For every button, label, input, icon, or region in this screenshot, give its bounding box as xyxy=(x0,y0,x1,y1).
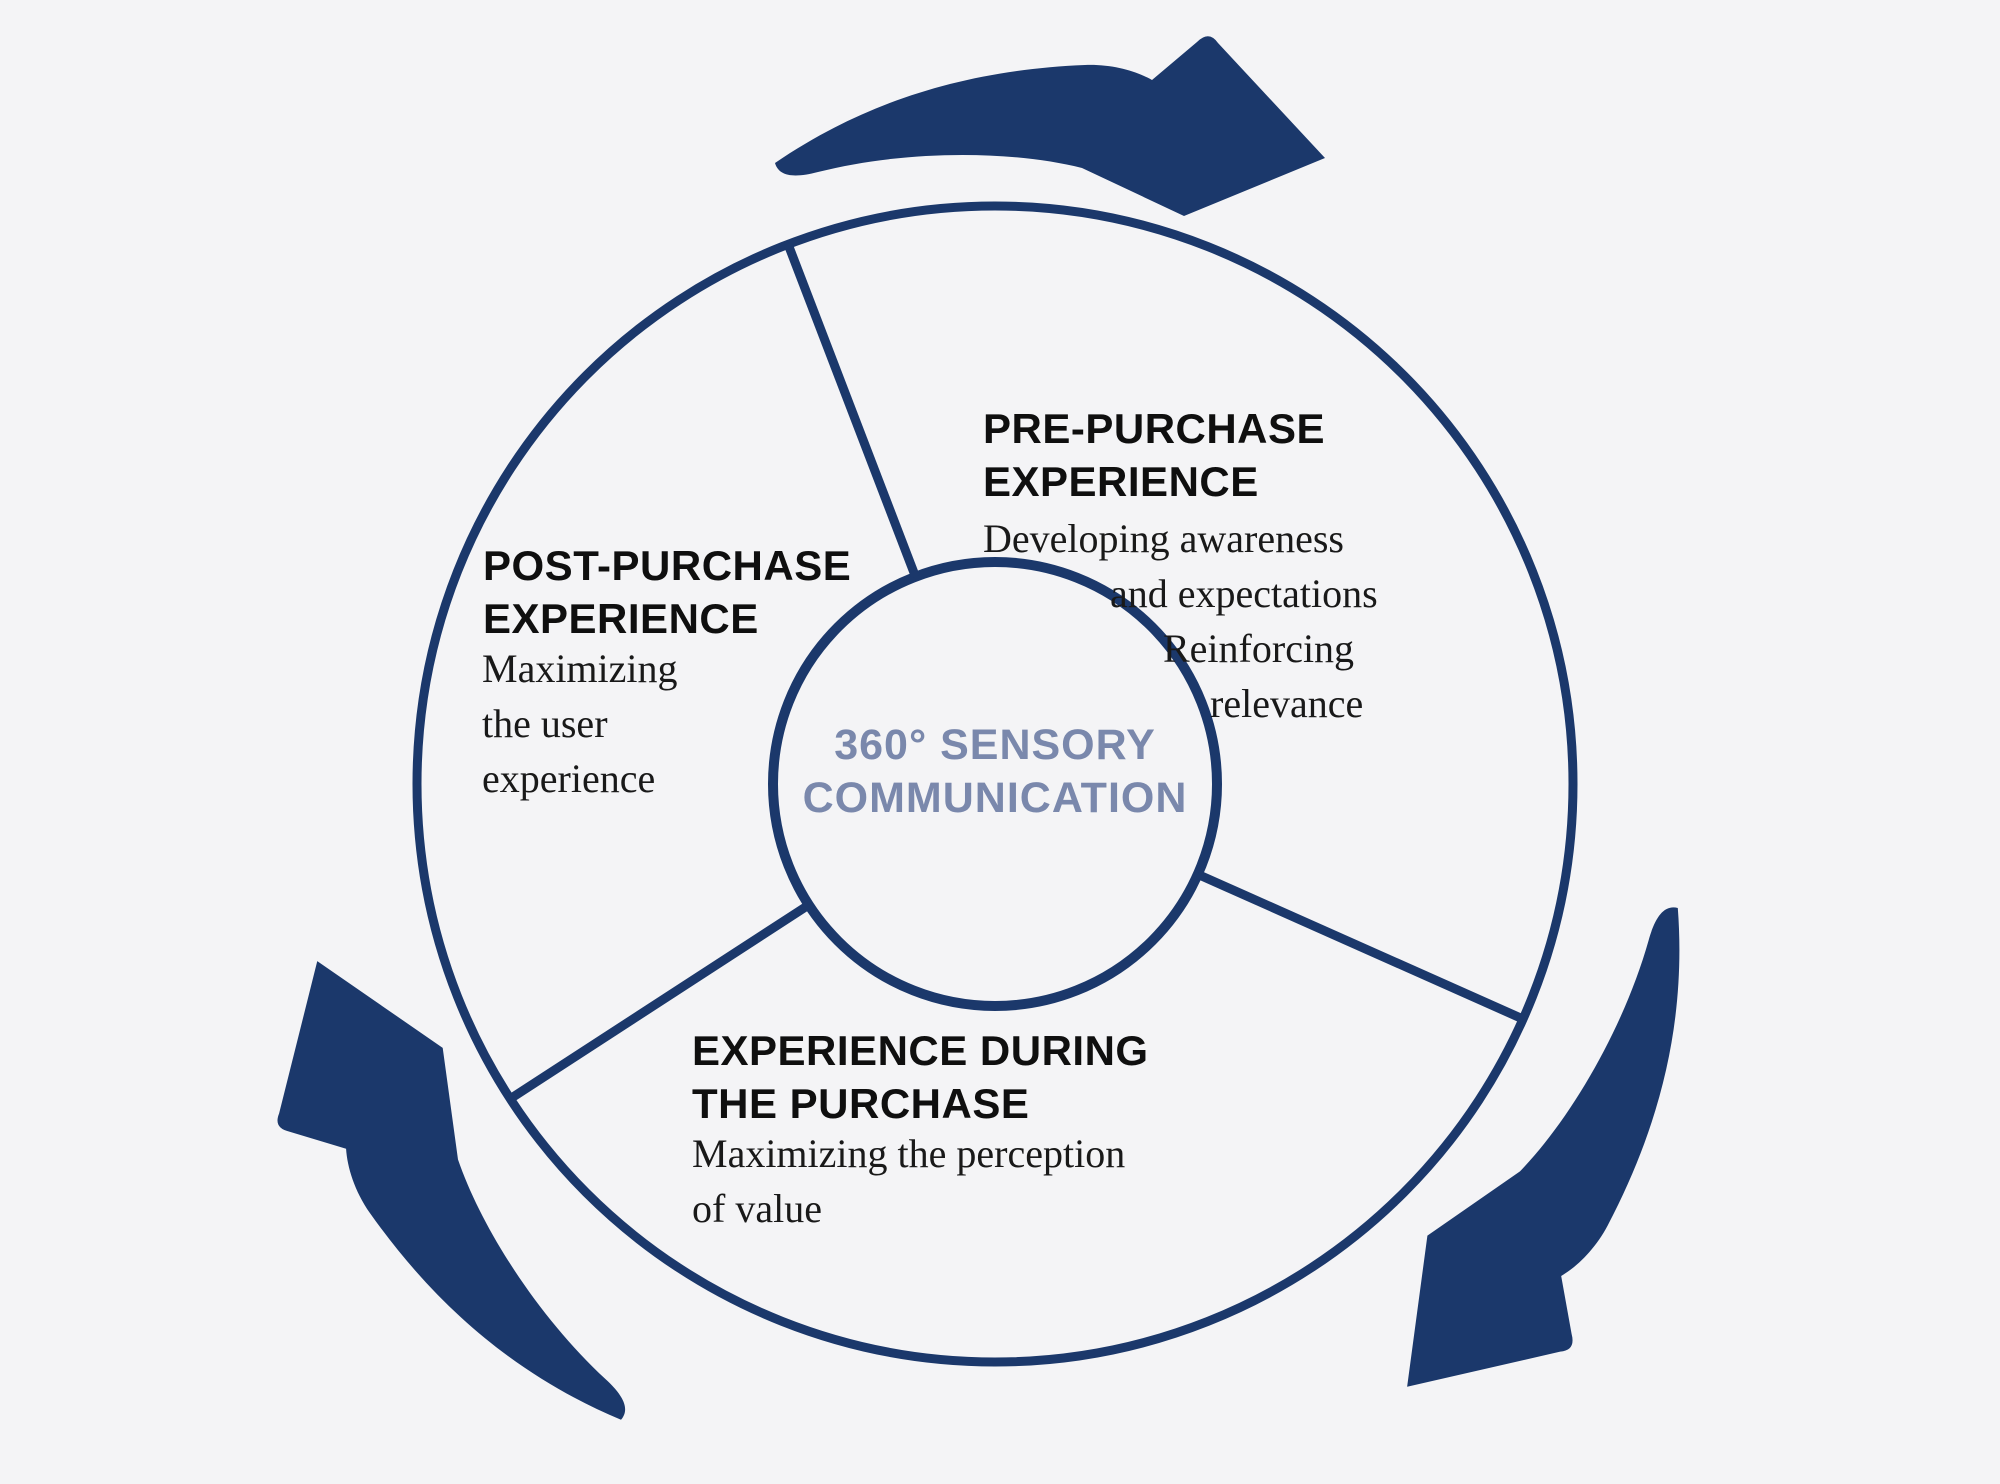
segment-desc-line: and expectations xyxy=(1110,571,1378,616)
segment-title-during-purchase: EXPERIENCE DURING THE PURCHASE xyxy=(692,1024,1149,1130)
segment-desc-line: of value xyxy=(692,1186,822,1231)
segment-title-post-purchase: POST-PURCHASE EXPERIENCE xyxy=(483,539,851,645)
segment-desc-line: Maximizing the perception xyxy=(692,1131,1126,1176)
center-label-line1: 360° SENSORY xyxy=(834,721,1156,769)
divider-right-spoke xyxy=(1195,870,1525,1024)
segment-title-line: PRE-PURCHASE xyxy=(983,405,1326,452)
cycle-arrow-top-icon xyxy=(775,36,1325,216)
segment-title-line: EXPERIENCE xyxy=(983,458,1259,505)
segment-desc-pre-purchase: Developing awareness and expectations Re… xyxy=(983,511,1378,731)
center-label: 360° SENSORY COMMUNICATION xyxy=(495,719,1495,825)
divider-top-left-spoke xyxy=(783,242,920,579)
segment-desc-line: Developing awareness xyxy=(983,516,1344,561)
segment-desc-line: Reinforcing xyxy=(1163,626,1355,671)
segment-desc-during-purchase: Maximizing the perception of value xyxy=(692,1126,1125,1236)
inner-circle xyxy=(768,557,1222,1011)
outer-circle xyxy=(412,201,1578,1367)
segment-desc-post-purchase: Maximizing the user experience xyxy=(482,641,678,806)
segment-desc-line: Maximizing xyxy=(482,646,678,691)
segment-desc-line: the user xyxy=(482,701,608,746)
segment-title-line: POST-PURCHASE xyxy=(483,542,852,589)
segment-title-line: EXPERIENCE xyxy=(483,595,759,642)
segment-title-pre-purchase: PRE-PURCHASE EXPERIENCE xyxy=(983,402,1325,508)
segment-desc-line: relevance xyxy=(1210,681,1364,726)
divider-bottom-left-spoke xyxy=(507,901,812,1103)
cycle-arrow-right-icon xyxy=(1356,881,1788,1448)
center-label-line2: COMMUNICATION xyxy=(802,774,1188,822)
segment-desc-line: experience xyxy=(482,756,656,801)
segment-title-line: EXPERIENCE DURING xyxy=(692,1027,1149,1074)
segment-title-line: THE PURCHASE xyxy=(692,1080,1030,1127)
